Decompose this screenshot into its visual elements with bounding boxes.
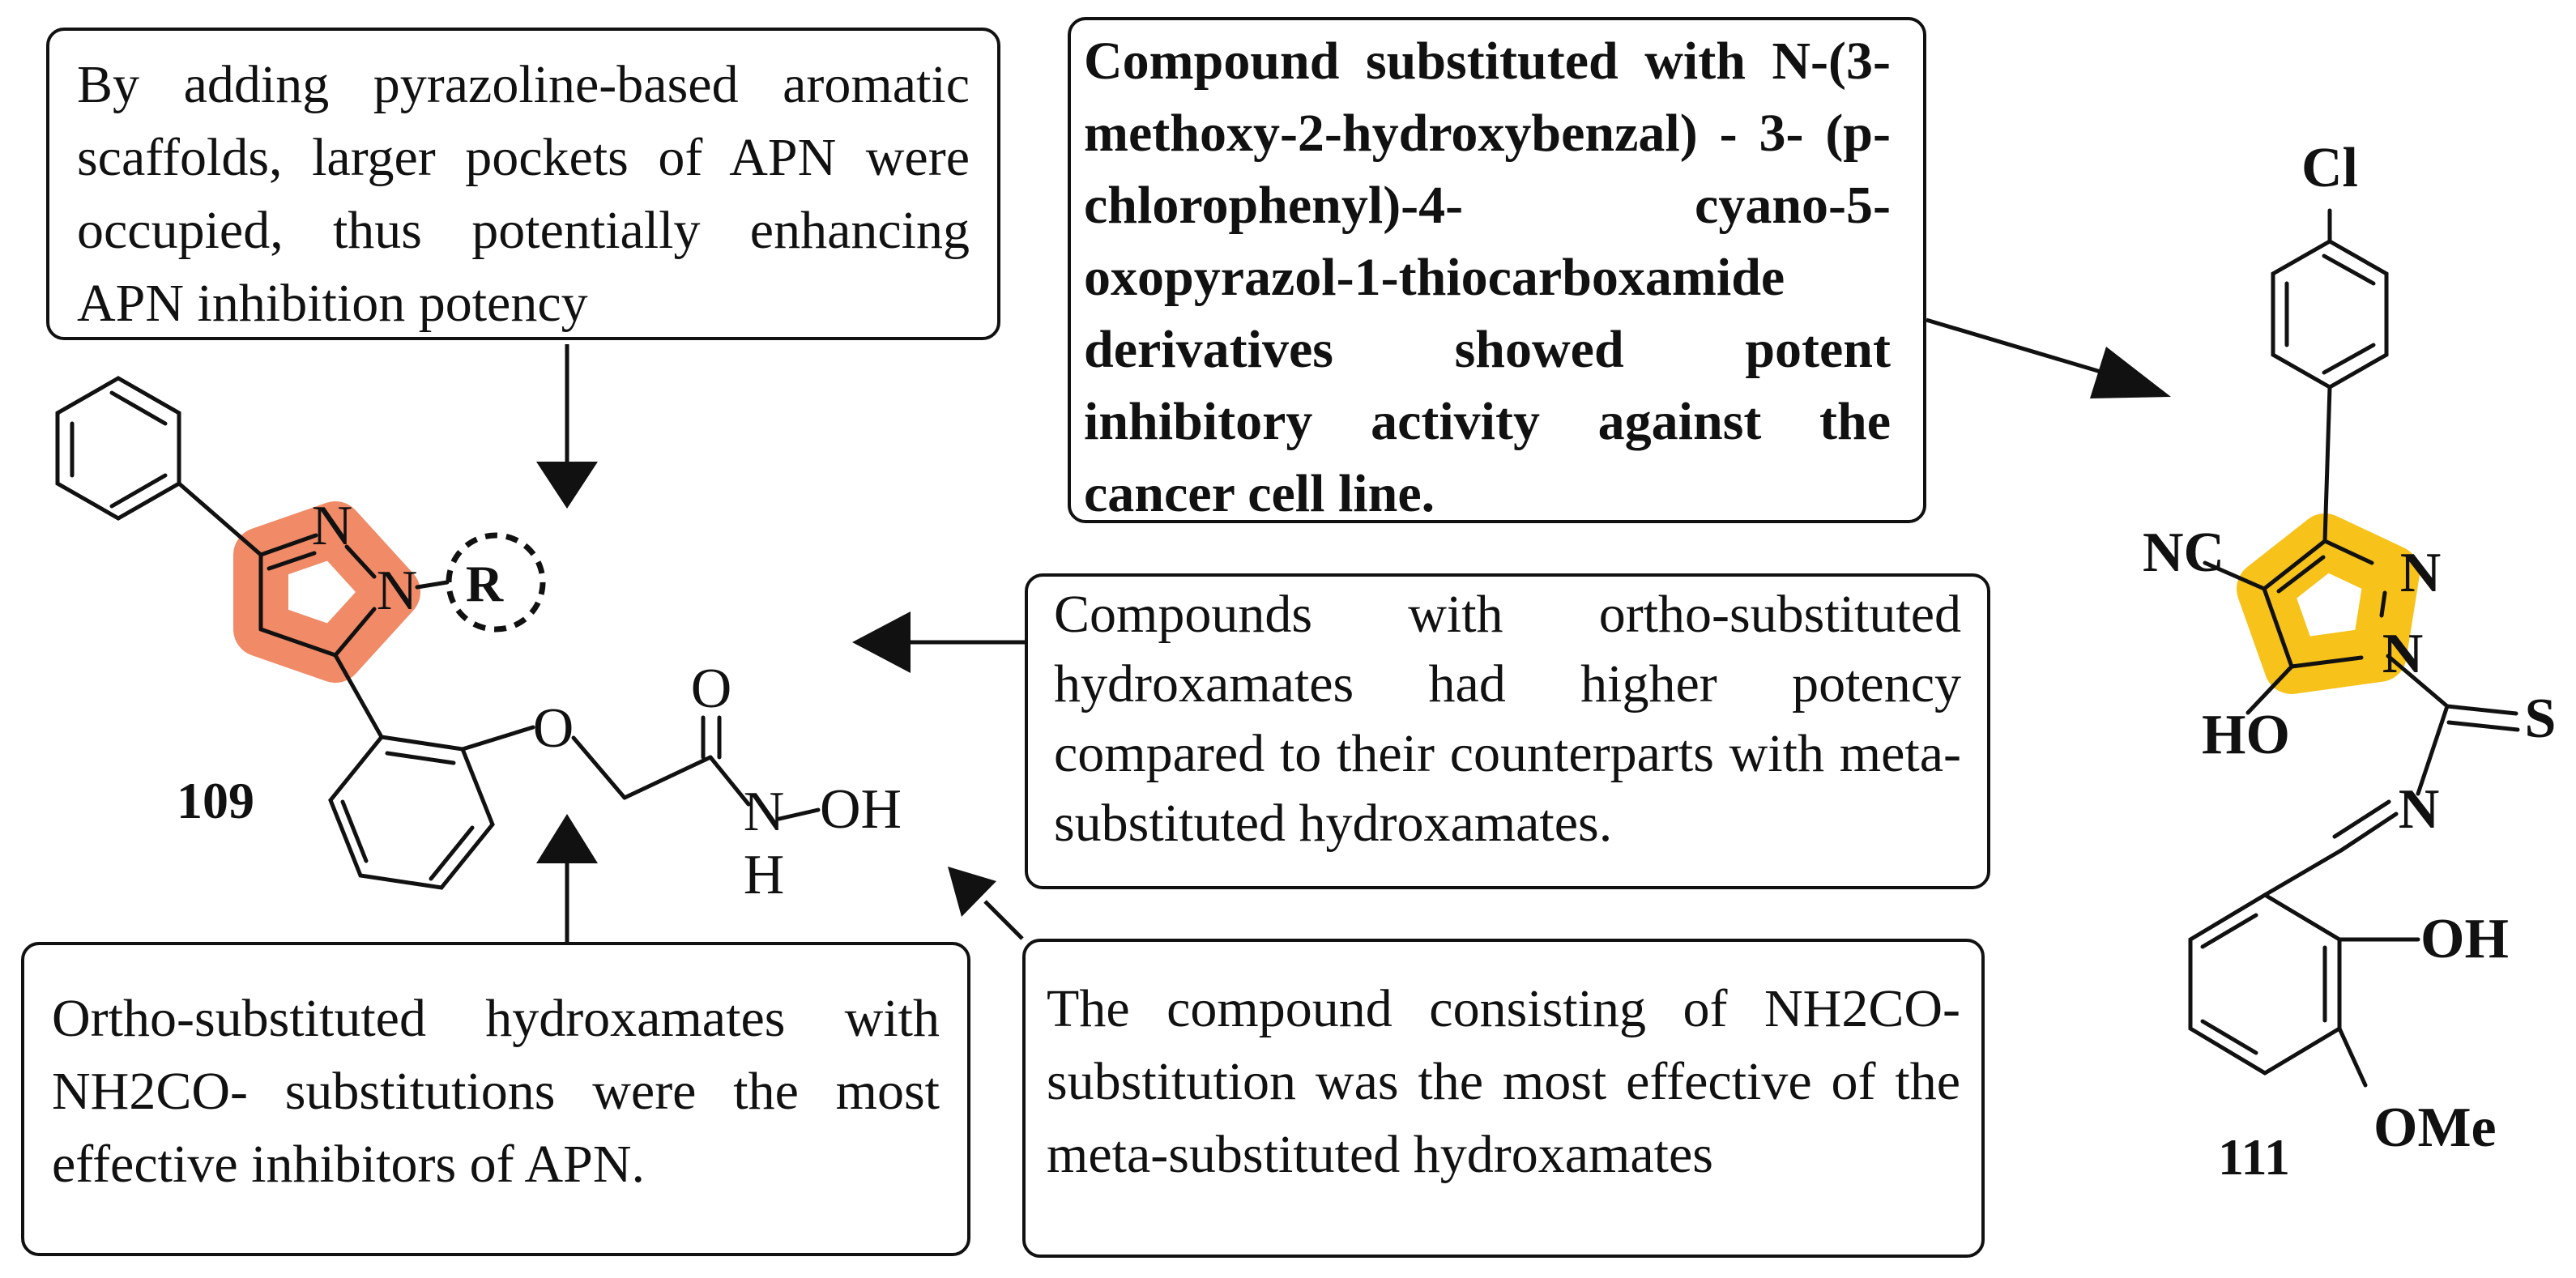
atom-n2-109: N [312,495,353,557]
arrow-to-compound-111 [1926,317,2171,398]
atom-nh-h-109: H [744,844,785,906]
arrow-to-pyrazoline [536,344,598,509]
atom-ho-111: HO [2202,704,2290,766]
atom-cl-111: Cl [2301,137,2358,199]
benzene-ring-109 [328,735,495,890]
chlorophenyl-ring-111 [2271,239,2389,390]
note-compound-111-box: Compound substituted with N-(3- methoxy-… [1068,17,1926,523]
note-meta-nh2co-box: The compound consisting of NH2CO- substi… [1022,939,1985,1258]
note-pyrazoline-text: By adding pyrazoline-based aromatic scaf… [77,55,970,333]
atom-o-ether-109: O [533,697,574,760]
arrow-meta-nh2co [948,867,1024,940]
compound-label-109: 109 [177,772,254,829]
benzene-ring-111 [2188,892,2342,1076]
atom-oh-111: OH [2420,908,2509,970]
note-ortho-nh2co-text: Ortho-substituted hydroxamates with NH2C… [52,989,940,1194]
atom-n-top-111: N [2400,542,2442,604]
arrows [536,317,2171,942]
note-meta-nh2co-text: The compound consisting of NH2CO- substi… [1047,979,1960,1184]
note-compound-111-text: Compound substituted with N-(3- methoxy-… [1084,32,1891,523]
atom-nc-111: NC [2143,522,2224,584]
r-group-circle [446,532,546,633]
atom-nh-n-109: N [744,781,785,843]
compound-111-bonds [2188,208,2520,1088]
arrow-ortho-meta [852,611,1025,673]
phenyl-ring-109 [55,376,181,521]
arrow-ortho-nh2co [536,814,598,942]
atom-n-bottom-111: N [2382,623,2424,685]
atom-o-carbonyl-109: O [691,658,732,720]
note-pyrazoline-box: By adding pyrazoline-based aromatic scaf… [46,28,1000,340]
note-ortho-vs-meta-box: Compounds with ortho-substituted hydroxa… [1025,573,1990,889]
r-group-label: R [466,555,504,612]
compound-109-bonds [55,376,821,890]
note-ortho-nh2co-box: Ortho-substituted hydroxamates with NH2C… [21,942,970,1256]
compound-label-111: 111 [2218,1128,2290,1186]
compound-111-atoms: Cl NC N N HO S N OH OMe 111 [2143,137,2556,1186]
atom-ome-111: OMe [2373,1097,2497,1159]
note-ortho-vs-meta-text: Compounds with ortho-substituted hydroxa… [1054,585,1961,853]
compound-109-atoms: N N R O O N H OH 109 [177,495,902,906]
atom-s-111: S [2525,688,2557,750]
atom-oh-109: OH [820,778,902,841]
atom-n-imine-111: N [2399,778,2440,841]
atom-n1-109: N [377,560,418,622]
